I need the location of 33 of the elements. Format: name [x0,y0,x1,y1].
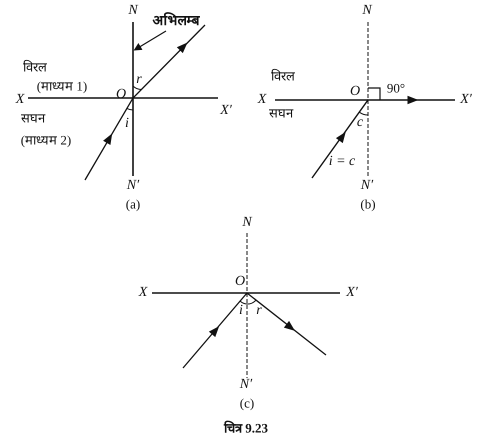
point-label: X′ [459,93,473,107]
angle-label: i [124,117,130,131]
medium-label: विरल [22,60,48,74]
normal-line [132,22,134,176]
angle-label: i = c [328,155,356,169]
point-label: N [361,4,373,18]
panel-label: (a) [124,198,142,210]
medium-label: सघन [268,106,294,120]
angle-label: c [356,116,364,130]
medium-label: (माध्यम 2) [20,134,72,146]
medium-label: सघन [20,112,46,124]
angle-label: r [255,304,263,318]
point-label: N′ [360,179,374,193]
point-label: N [127,4,139,18]
medium-label: विरल [270,70,296,82]
angle-label: 90° [386,82,406,94]
point-label: X [256,93,268,107]
point-label: N′ [126,179,140,193]
point-label: X′ [219,104,233,118]
angle-label: i [238,304,244,318]
panel-label: (b) [359,198,377,210]
point-label: X [138,286,148,300]
point-label: X [14,93,26,107]
point-label: X′ [345,286,359,300]
point-label: N′ [238,378,254,392]
point-label: O [234,275,246,289]
medium-label: (माध्यम 1) [36,80,88,92]
angle-label: r [135,73,143,87]
leader-arrow [134,30,166,51]
panel-label: (c) [238,396,256,410]
point-label: N [241,216,253,230]
figure-caption: चित्र 9.23 [224,422,268,434]
point-label: O [348,85,362,99]
